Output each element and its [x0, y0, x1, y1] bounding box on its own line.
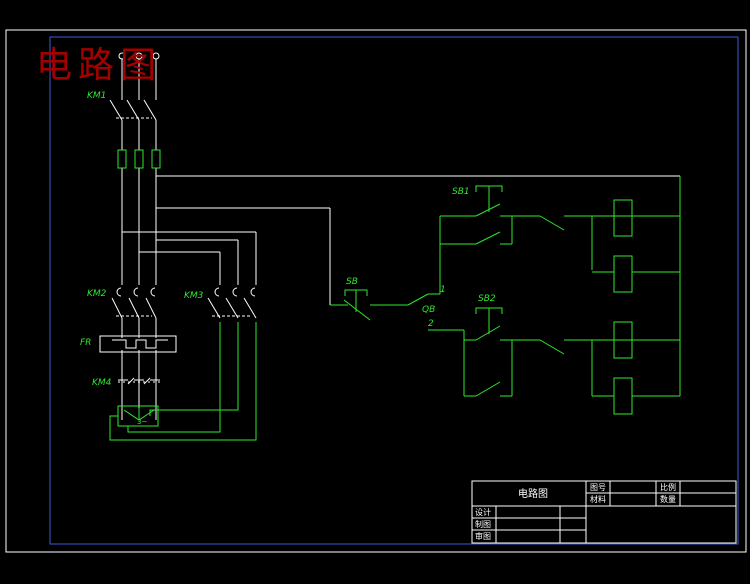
fuse-2 — [134, 149, 144, 169]
control-circuit — [330, 176, 681, 415]
component-labels: KM1 KM2 KM3 KM4 FR SB SB1 SB2 QB 1 2 — [80, 91, 496, 388]
title-block-text: 电路图 图号 比例 材料 数量 设计 制图 审图 — [475, 482, 676, 541]
tb-design: 设计 — [475, 507, 491, 517]
arc-chutes — [116, 287, 256, 297]
label-node-1: 1 — [440, 285, 446, 295]
tb-review: 审图 — [475, 531, 491, 541]
tb-quantity: 数量 — [660, 494, 676, 504]
delta-loops — [109, 322, 257, 441]
label-km3: KM3 — [184, 291, 204, 301]
inner-frame — [49, 36, 739, 545]
tb-drafting: 制图 — [475, 519, 491, 529]
motor-mark: 3~ — [137, 418, 147, 426]
label-fr: FR — [80, 338, 91, 348]
label-km1: KM1 — [87, 91, 106, 101]
label-km4: KM4 — [92, 378, 112, 388]
title-block — [471, 480, 737, 544]
outer-frame — [5, 29, 747, 553]
label-qb: QB — [422, 305, 435, 315]
tb-scale: 比例 — [660, 482, 676, 492]
label-sb2: SB2 — [478, 294, 496, 304]
diagram-title: 电路图 — [36, 45, 163, 86]
fuse-1 — [117, 149, 127, 169]
fuses — [117, 149, 161, 169]
label-km2: KM2 — [87, 289, 107, 299]
power-circuit — [109, 52, 680, 420]
thermal-relay — [99, 335, 177, 353]
label-sb1: SB1 — [452, 187, 470, 197]
label-sb: SB — [346, 277, 358, 287]
fuse-3 — [151, 149, 161, 169]
tb-drawing-no: 图号 — [590, 483, 606, 492]
tb-name: 电路图 — [518, 487, 548, 500]
tb-material: 材料 — [590, 494, 606, 504]
km4-contacts — [118, 377, 160, 385]
label-node-2: 2 — [428, 319, 434, 329]
